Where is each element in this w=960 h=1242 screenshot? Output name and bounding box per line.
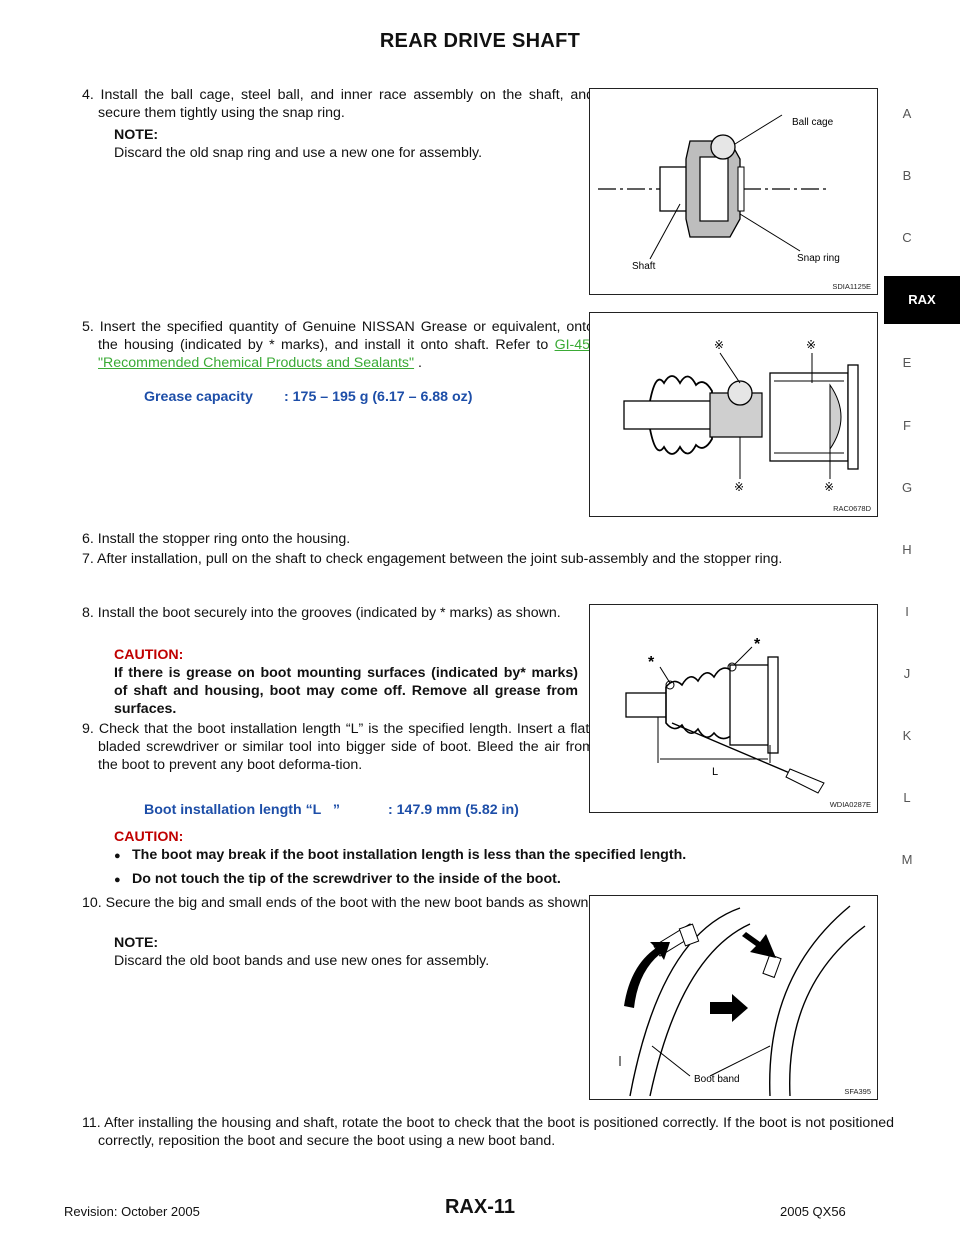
grease-capacity-value: : 175 – 195 g (6.17 – 6.88 oz) xyxy=(284,389,473,405)
section-index-item[interactable]: J xyxy=(903,666,911,681)
label-ball-cage: Ball cage xyxy=(792,117,834,128)
step-8-caution: If there is grease on boot mounting surf… xyxy=(114,665,578,717)
footer-page-number: RAX-11 xyxy=(444,1196,516,1218)
section-index-item[interactable]: K xyxy=(902,728,912,743)
section-index-item[interactable]: F xyxy=(903,418,911,433)
boot-mark: * xyxy=(648,654,655,671)
bullet-icon: ● xyxy=(114,850,121,862)
boot-length-value: : 147.9 mm (5.82 in) xyxy=(388,802,519,818)
step-5-end: . xyxy=(414,355,422,371)
label-boot-band: Boot band xyxy=(694,1074,740,1085)
section-index: A B C RAX E F G H I J K L M xyxy=(884,0,960,1242)
boot-band-drawing: Boot band xyxy=(619,905,866,1097)
boot-length-label: Boot installation length “L ” xyxy=(144,802,340,818)
boot-mark: * xyxy=(754,636,761,653)
section-index-item[interactable]: A xyxy=(902,106,912,121)
reference-link[interactable]: GI-45, "Recommended Chemical Products an… xyxy=(98,337,594,371)
section-index-item[interactable]: L xyxy=(903,790,911,805)
section-index-item[interactable]: M xyxy=(901,852,913,867)
step-10-note: Discard the old boot bands and use new o… xyxy=(114,953,490,969)
length-label: L xyxy=(712,766,718,778)
grease-mark: ※ xyxy=(806,338,816,352)
figure-grease-housing: ※ ※ ※ ※ RAC0678D xyxy=(589,312,878,517)
step-10-note-label: NOTE: xyxy=(114,935,159,951)
step-9-caution-label: CAUTION: xyxy=(114,829,184,845)
section-index-item[interactable]: I xyxy=(905,604,909,619)
step-8-caution-label: CAUTION: xyxy=(114,647,184,663)
section-index-item-active[interactable]: RAX xyxy=(884,276,960,324)
grease-mark: ※ xyxy=(734,480,744,494)
ball-cage-drawing: Ball cage Shaft Snap ring xyxy=(598,114,840,272)
step-11-text: 11. After installing the housing and sha… xyxy=(82,1115,894,1149)
caution-item: ● The boot may break if the boot installa… xyxy=(114,847,880,863)
footer-revision: Revision: October 2005 xyxy=(64,1204,200,1219)
figure-boot-installation: * * L WDIA0287E xyxy=(589,604,878,813)
step-10-text: 10. Secure the big and small ends of the… xyxy=(82,895,593,911)
figure-ball-cage-assembly: Ball cage Shaft Snap ring SDIA1125E xyxy=(589,88,878,295)
figure-code: RAC0678D xyxy=(833,504,871,513)
step-6-text: 6. Install the stopper ring onto the hou… xyxy=(82,531,351,547)
section-index-item[interactable]: B xyxy=(902,168,912,183)
section-index-item[interactable]: E xyxy=(902,355,912,370)
step-7-text: 7. After installation, pull on the shaft… xyxy=(82,551,783,567)
figure-code: SFA395 xyxy=(844,1087,871,1096)
section-index-item[interactable]: H xyxy=(902,542,912,557)
bullet-icon: ● xyxy=(114,874,121,886)
section-index-item[interactable]: G xyxy=(901,480,913,495)
step-5-text: 5. Insert the specified quantity of Genu… xyxy=(82,318,594,372)
grease-capacity-label: Grease capacity xyxy=(144,389,253,405)
caution-item: ● Do not touch the tip of the screwdriver… xyxy=(114,871,880,887)
step-4-note-label: NOTE: xyxy=(114,127,159,143)
boot-installation-drawing: * * L xyxy=(625,636,825,794)
grease-housing-drawing: ※ ※ ※ ※ xyxy=(623,338,859,494)
step-5-body: 5. Insert the specified quantity of Genu… xyxy=(82,319,594,353)
step-8-text: 8. Install the boot securely into the gr… xyxy=(82,605,561,621)
figure-code: WDIA0287E xyxy=(829,800,871,809)
section-index-item[interactable]: C xyxy=(902,230,912,245)
label-shaft: Shaft xyxy=(632,261,656,272)
caution-item-text: The boot may break if the boot installat… xyxy=(132,847,687,863)
figure-code: SDIA1125E xyxy=(832,282,871,291)
figure-boot-band: Boot band SFA395 xyxy=(589,895,878,1100)
step-9-text: 9. Check that the boot installation leng… xyxy=(82,721,594,773)
label-snap-ring: Snap ring xyxy=(797,253,840,264)
page-title: REAR DRIVE SHAFT xyxy=(379,30,581,52)
step-4-note: Discard the old snap ring and use a new … xyxy=(114,145,483,161)
step-4-text: 4. Install the ball cage, steel ball, an… xyxy=(82,87,594,121)
caution-item-text: Do not touch the tip of the screwdriver … xyxy=(132,871,561,887)
footer-model: 2005 QX56 xyxy=(780,1204,846,1219)
grease-mark: ※ xyxy=(714,338,724,352)
grease-mark: ※ xyxy=(824,480,834,494)
